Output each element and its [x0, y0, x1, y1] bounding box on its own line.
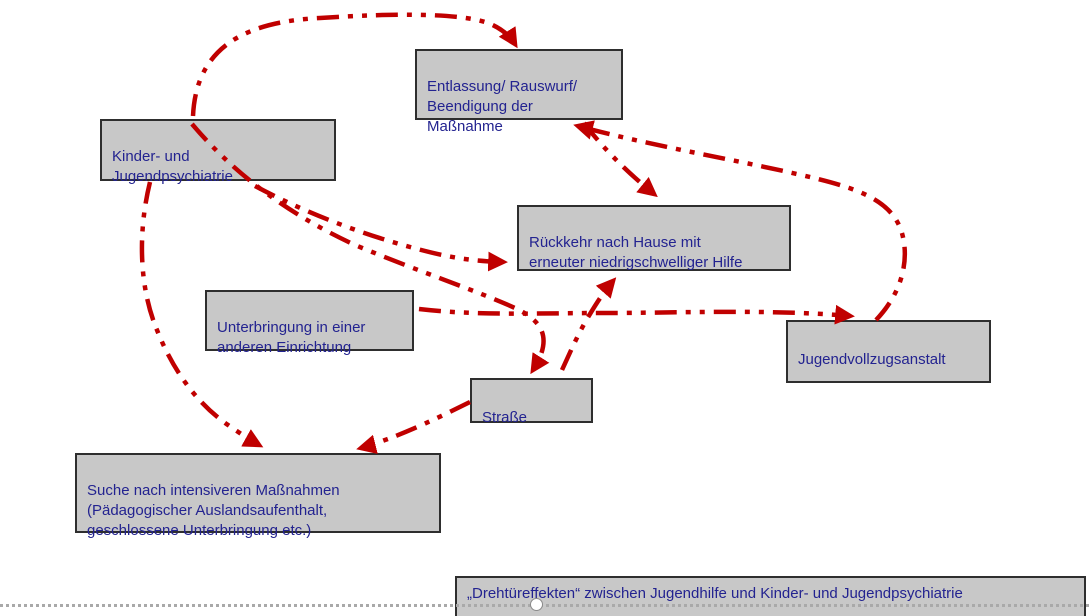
node-rueckkehr-nach-hause: Rückkehr nach Hause mit erneuter niedrig… — [517, 205, 791, 271]
node-jugendvollzugsanstalt-label: Jugendvollzugsanstalt — [798, 351, 946, 368]
node-jugendvollzugsanstalt: Jugendvollzugsanstalt — [786, 320, 991, 383]
edge-entlassung-to-rueckkehr — [582, 121, 658, 198]
node-strasse-label: Straße — [482, 409, 528, 426]
edge-kinder-to-rueckkehr — [253, 184, 508, 272]
node-strasse: Straße — [470, 378, 593, 426]
node-rueckkehr-nach-hause-label: Rückkehr nach Hause mit erneuter niedrig… — [529, 234, 743, 271]
edge-strasse-to-suche — [356, 399, 472, 455]
node-unterbringung-label: Unterbringung in einer anderen Einrichtu… — [217, 319, 366, 356]
caption-box: „Drehtüreffekten“ zwischen Jugendhilfe u… — [455, 576, 1086, 616]
node-kinder-jugendpsychiatrie: Kinder- und Jugendpsychiatrie — [100, 119, 336, 185]
node-entlassung-label: Entlassung/ Rauswurf/ Beendigung der Maß… — [427, 78, 578, 135]
edge-unterbringung-to-jva — [418, 304, 855, 325]
node-suche-label: Suche nach intensiveren Maßnahmen (Pädag… — [87, 482, 340, 539]
caption-text: „Drehtüreffekten“ zwischen Jugendhilfe u… — [467, 585, 963, 602]
node-suche-intensivere-massnahmen: Suche nach intensiveren Maßnahmen (Pädag… — [75, 453, 441, 539]
node-kinder-jugendpsychiatrie-label: Kinder- und Jugendpsychiatrie — [112, 148, 233, 185]
edge-strasse-to-rueckkehr — [559, 277, 617, 371]
resize-handle[interactable] — [530, 598, 543, 611]
node-entlassung: Entlassung/ Rauswurf/ Beendigung der Maß… — [415, 49, 623, 135]
node-unterbringung-andere-einrichtung: Unterbringung in einer anderen Einrichtu… — [205, 290, 414, 356]
slide-boundary-dotted-line — [0, 604, 1089, 607]
